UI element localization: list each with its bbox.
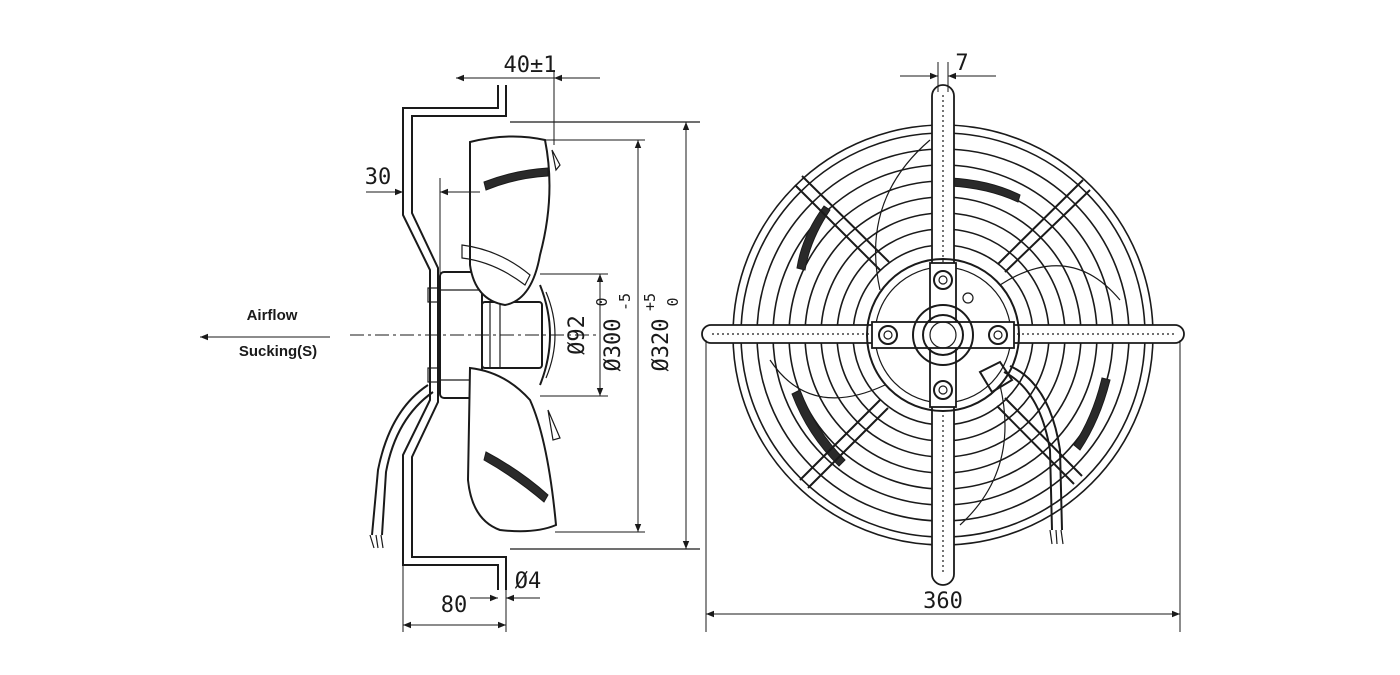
airflow-label: Airflow <box>247 307 298 324</box>
dim-hub-dia: Ø92 <box>540 273 608 397</box>
motor-hub <box>866 258 1020 412</box>
dim-depth: 40±1 <box>456 53 600 145</box>
dim-overall-width: 360 <box>705 340 1181 632</box>
dim-blade-dia-label: Ø300 <box>601 319 626 372</box>
dim-offset-label: 80 <box>441 593 468 618</box>
airflow-mode-label: Sucking(S) <box>239 343 317 360</box>
dim-blade-tol-upper: 0 <box>593 297 611 306</box>
upper-blade <box>461 135 561 307</box>
dim-housing-dia-label: Ø320 <box>649 319 674 372</box>
lower-blade <box>466 366 561 533</box>
power-cable <box>369 384 434 549</box>
housing-bracket <box>402 85 700 590</box>
guard-struts <box>794 175 1091 489</box>
side-view: 40±1 30 80 Ø4 Ø92 <box>350 53 700 632</box>
dim-housing-dia: Ø320 +5 0 <box>641 122 690 549</box>
dim-flange-label: 30 <box>365 165 392 190</box>
dim-housing-tol-lower: 0 <box>664 297 682 306</box>
front-view: 7 360 <box>701 51 1185 632</box>
dim-bottom: 80 Ø4 <box>402 565 542 632</box>
airflow-indicator: Airflow Sucking(S) <box>200 307 330 360</box>
dim-bar-width-label: 7 <box>955 51 968 76</box>
dim-bar-width: 7 <box>900 51 996 92</box>
dim-depth-label: 40±1 <box>504 53 557 78</box>
front-power-cable <box>1003 365 1064 545</box>
dim-blade-dia: Ø300 0 -5 <box>545 139 645 533</box>
dim-overall-width-label: 360 <box>923 589 963 614</box>
dim-blade-tol-lower: -5 <box>616 293 634 311</box>
dim-housing-tol-upper: +5 <box>641 293 659 311</box>
dim-hub-dia-label: Ø92 <box>565 315 590 355</box>
dim-flange: 30 <box>365 165 480 330</box>
dim-hole-dia-label: Ø4 <box>515 569 542 594</box>
